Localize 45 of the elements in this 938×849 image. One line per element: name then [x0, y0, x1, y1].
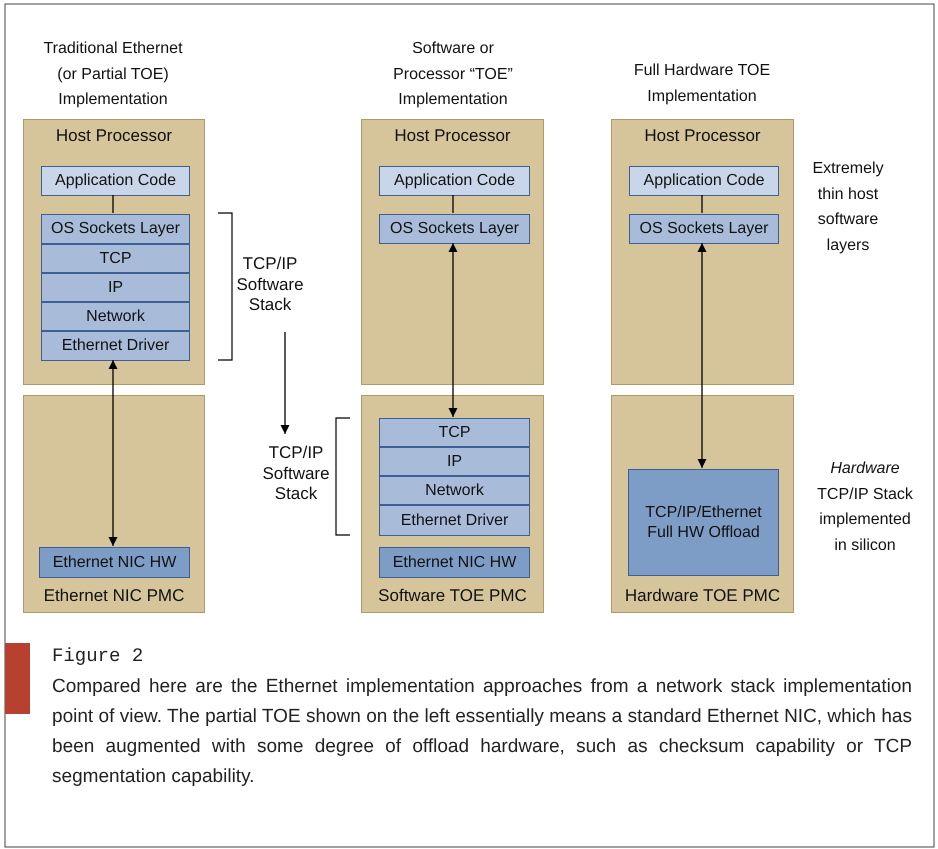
layer-box: IP — [41, 273, 190, 302]
connector-line — [452, 195, 454, 213]
layer-box: Network — [379, 476, 530, 505]
side-note: Hardware TCP/IP Stack implemented in silicon — [816, 459, 914, 556]
panel-title: Host Processor — [393, 126, 512, 146]
panel — [611, 395, 794, 613]
side-note: Extremely thin host software layers — [811, 159, 885, 256]
arrow — [280, 332, 290, 434]
layer-box: Ethernet NIC HW — [39, 547, 190, 578]
layer-box: TCP — [41, 244, 190, 273]
layer-box: Network — [41, 302, 190, 331]
layer-box: OS Sockets Layer — [379, 214, 530, 244]
column-heading: Traditional Ethernet (or Partial TOE) Implementation — [42, 39, 184, 110]
layer-box: TCP — [379, 418, 530, 447]
arrow — [108, 360, 118, 546]
layer-box: Application Code — [629, 166, 779, 196]
caption-paragraph: Compared here are the Ethernet implementation approaches from a network stack implementation point of view. The partial TOE shown on the left essentially means a standard Ethernet NIC, which has been augmented with some degree of offload hardware, such as checksum capability or TCP segmentation capability. — [52, 675, 912, 790]
panel-title: Host Processor — [54, 126, 174, 146]
layer-box: Application Code — [379, 166, 530, 196]
layer-box: OS Sockets Layer — [41, 214, 190, 244]
panel-title: Ethernet NIC PMC — [42, 586, 186, 606]
stack-label: TCP/IP Software Stack — [232, 246, 308, 324]
panel-title: Hardware TOE PMC — [624, 586, 782, 606]
figure-label: Figure 2 — [52, 645, 144, 667]
layer-box: Ethernet NIC HW — [379, 547, 530, 578]
layer-box: IP — [379, 447, 530, 476]
layer-box: TCP/IP/Ethernet Full HW Offload — [628, 469, 779, 576]
panel-title: Software TOE PMC — [377, 586, 528, 606]
panel — [23, 119, 205, 385]
panel-title: Host Processor — [643, 126, 762, 146]
layer-box: Application Code — [41, 166, 190, 196]
column-heading: Software or Processor “TOE” Implementation — [392, 39, 514, 110]
layer-box: OS Sockets Layer — [629, 214, 779, 244]
panel — [361, 395, 544, 613]
column-heading: Full Hardware TOE Implementation — [632, 61, 772, 107]
layer-box: Ethernet Driver — [379, 505, 530, 536]
panel — [23, 395, 205, 613]
connector-line — [701, 195, 703, 213]
layer-box: Ethernet Driver — [41, 331, 190, 361]
arrow — [448, 243, 458, 417]
stack-label: TCP/IP Software Stack — [256, 434, 336, 514]
connector-line — [112, 195, 114, 213]
panel — [611, 119, 794, 385]
arrow — [698, 243, 706, 468]
panel — [361, 119, 544, 385]
